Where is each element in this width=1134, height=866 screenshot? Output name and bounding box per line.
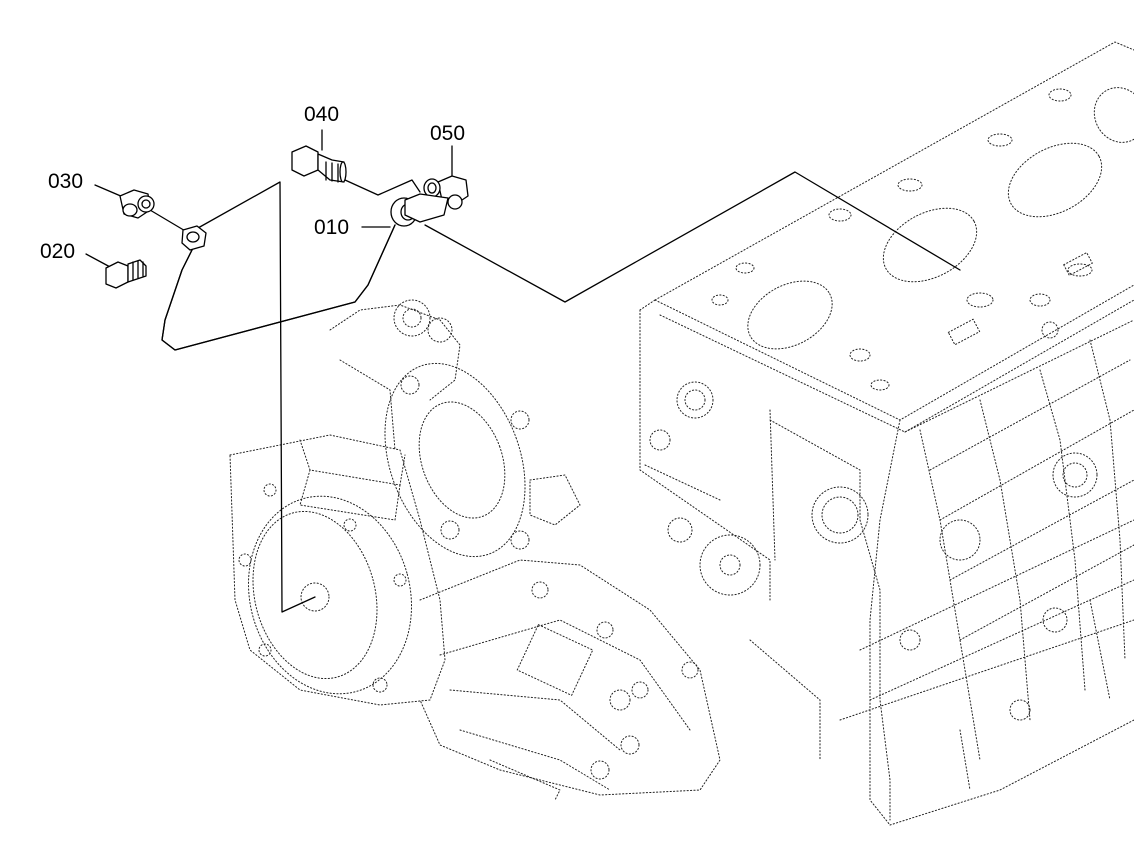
hollow-bolt-040	[291, 145, 347, 183]
bolt-020	[105, 259, 147, 289]
callout-020: 020	[40, 240, 75, 263]
callout-030: 030	[48, 170, 83, 193]
clamp-050	[404, 175, 469, 223]
callout-040: 040	[304, 103, 339, 126]
banjo-fitting-left	[181, 225, 207, 251]
clamp-030	[119, 189, 155, 219]
callout-010: 010	[314, 216, 349, 239]
engine-block	[639, 41, 1134, 826]
leader-020	[85, 253, 113, 269]
leader-lines	[85, 129, 961, 613]
callout-050: 050	[430, 122, 465, 145]
water-pump-housing	[229, 299, 721, 801]
water-pipe	[161, 197, 418, 351]
callout-labels: 040 050 030 010 020	[40, 103, 465, 263]
